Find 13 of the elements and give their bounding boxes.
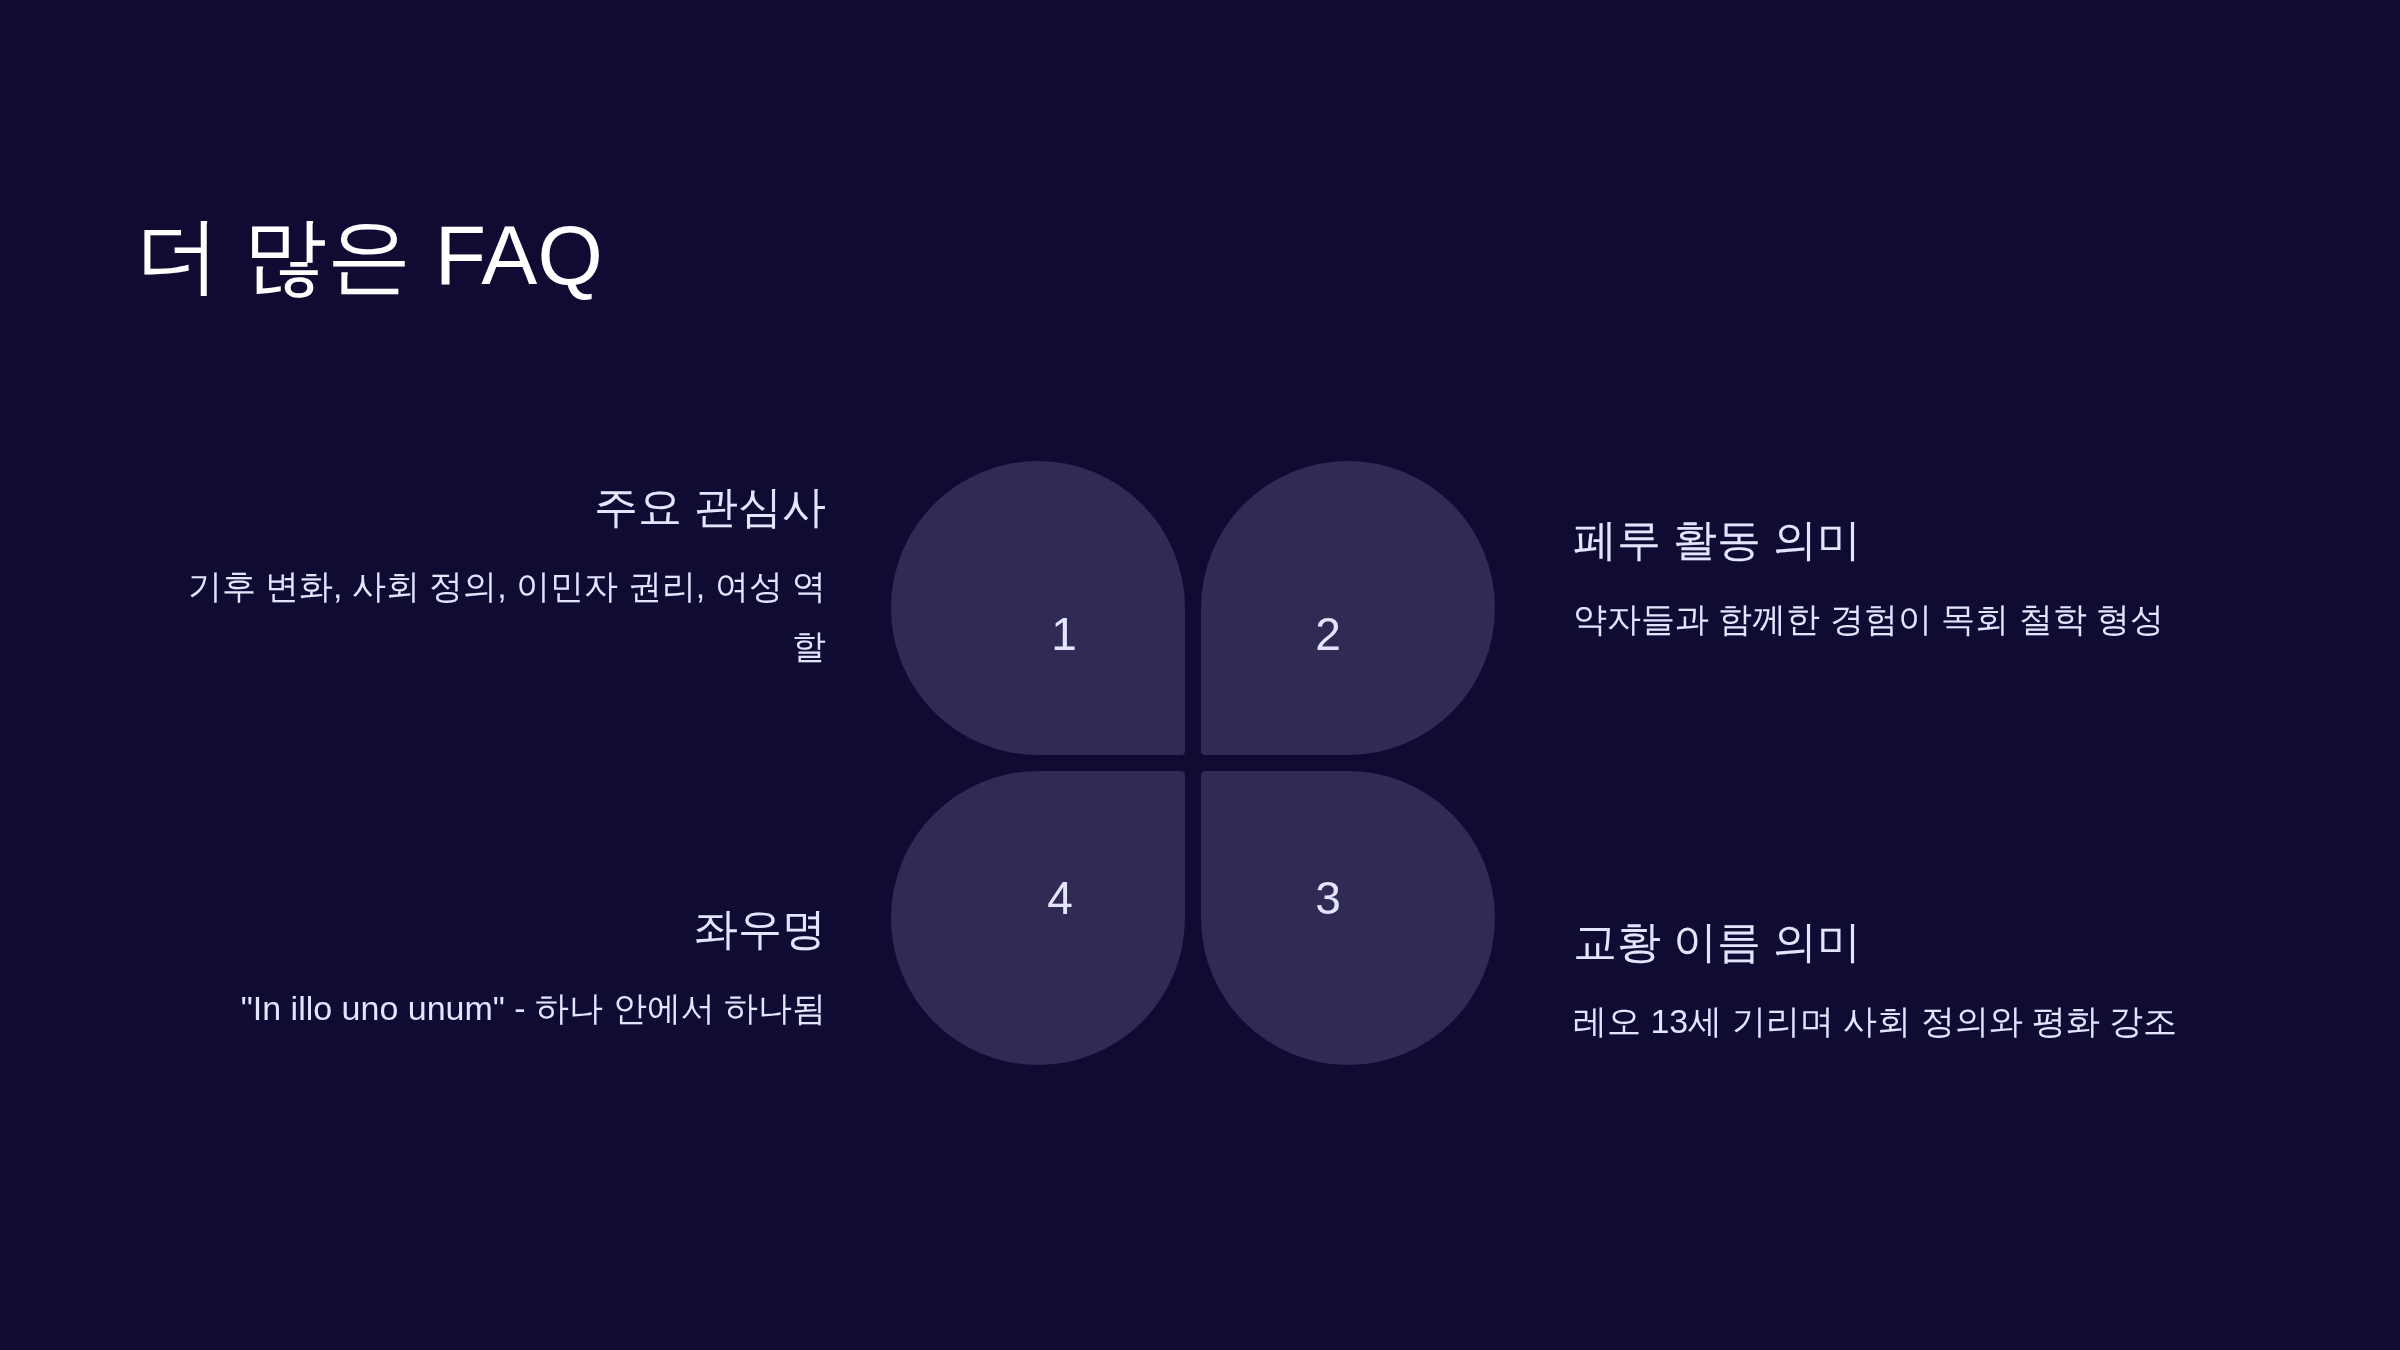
topic-heading: 주요 관심사 bbox=[593, 481, 826, 533]
slide-title: 더 많은 FAQ bbox=[136, 207, 603, 304]
topic-heading: 교황 이름 의미 bbox=[1573, 916, 1862, 968]
petal-number: 2 bbox=[1315, 611, 1341, 657]
topic-description: 약자들과 함께한 경험이 목회 철학 형성 bbox=[1573, 599, 2165, 641]
topic-description: 레오 13세 기리며 사회 정의와 평화 강조 bbox=[1573, 1001, 2178, 1043]
topic-description: "In illo uno unum" - 하나 안에서 하나됨 bbox=[240, 988, 826, 1030]
topic-description: 기후 변화, 사회 정의, 이민자 권리, 여성 역할 bbox=[186, 566, 826, 667]
topic-heading: 페루 활동 의미 bbox=[1573, 514, 1862, 566]
petal-number: 1 bbox=[1051, 611, 1077, 657]
topic-heading: 좌우명 bbox=[694, 903, 826, 955]
petal-number: 4 bbox=[1047, 875, 1073, 921]
petal-number: 3 bbox=[1315, 875, 1341, 921]
